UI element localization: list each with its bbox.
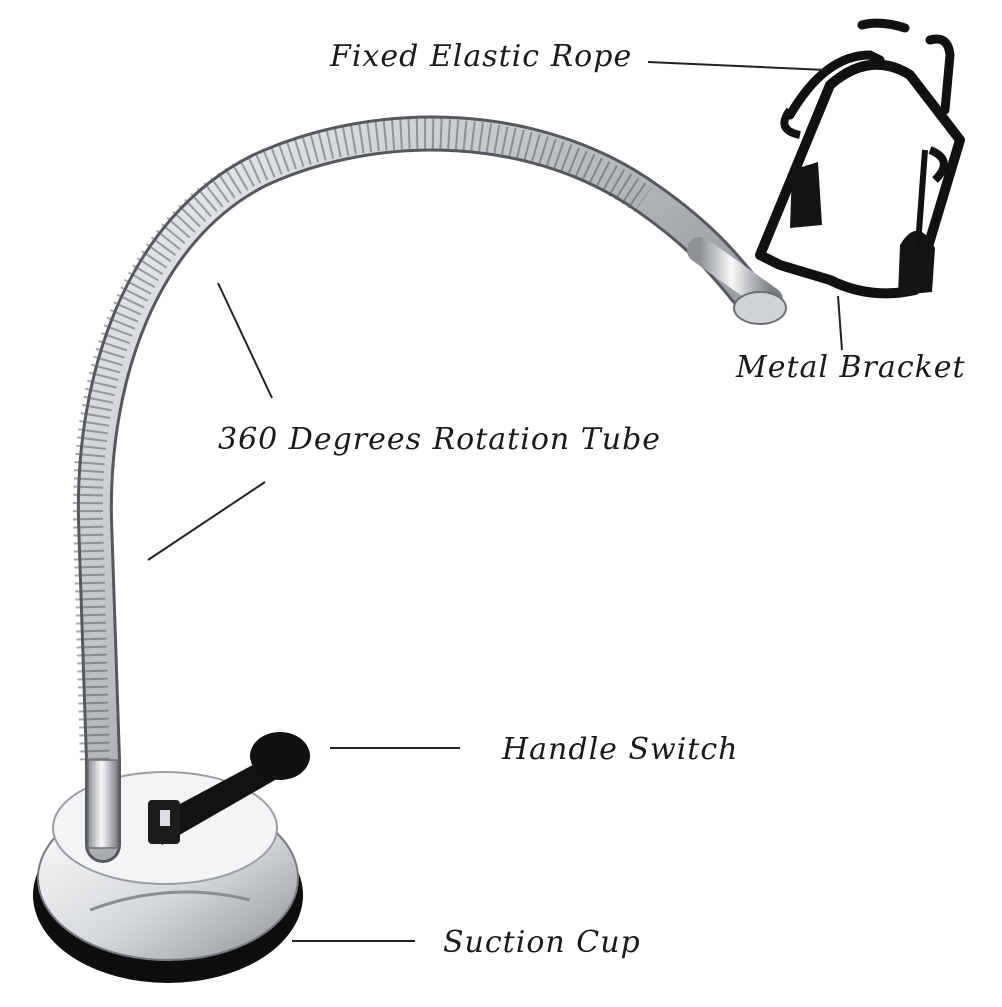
leader-line-bracket	[837, 295, 843, 351]
label-handle-switch: Handle Switch	[502, 732, 739, 767]
lever-pin	[160, 810, 170, 826]
handle-switch-lever	[148, 732, 310, 845]
label-rotation-tube: 360 Degrees Rotation Tube	[218, 422, 662, 457]
metal-bracket	[755, 18, 965, 299]
lever-knob	[250, 732, 310, 780]
tube-body	[79, 118, 760, 860]
rotation-tube	[72, 115, 787, 863]
bracket-hook-right	[925, 34, 955, 115]
label-suction-cup: Suction Cup	[443, 925, 641, 960]
label-fixed-elastic-rope: Fixed Elastic Rope	[330, 39, 633, 74]
bracket-pad-right	[898, 230, 935, 295]
leader-line-rope	[647, 61, 827, 71]
bracket-pad-left	[790, 162, 822, 228]
bracket-frame	[755, 59, 965, 299]
elastic-rope-loop-left	[780, 107, 801, 139]
elastic-rope-strand	[915, 149, 928, 246]
bracket-mount-disc	[733, 291, 787, 325]
leader-line-tube-upper	[217, 282, 273, 399]
suction-cup-groove	[89, 890, 251, 912]
bracket-hook-top	[857, 18, 910, 33]
lever-arm	[150, 760, 275, 845]
tube-base-rod	[87, 759, 119, 849]
elastic-rope-loop-right	[928, 146, 948, 183]
leader-lines	[147, 61, 843, 942]
label-metal-bracket: Metal Bracket	[736, 350, 966, 385]
leader-line-tube-lower	[147, 481, 266, 561]
bracket-hook-left	[785, 50, 885, 120]
